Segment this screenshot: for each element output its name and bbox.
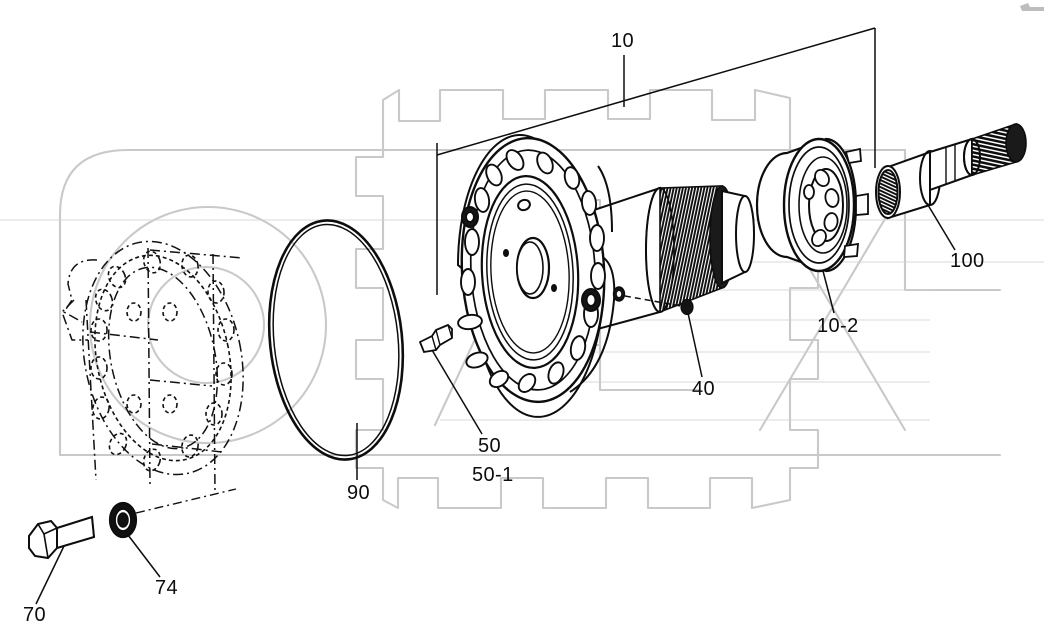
washer-axis-line: [135, 488, 237, 514]
corner-mark: [1020, 3, 1044, 11]
phantom-bolt-holes: [90, 250, 235, 472]
leader-lines: [35, 27, 956, 605]
bearing-retainer-part-10-2: [755, 137, 869, 273]
hub-port-boss: [461, 198, 601, 312]
callout-label-90: 90: [347, 482, 371, 504]
fitting-screw-part-50: [418, 323, 453, 354]
callout-label-70: 70: [23, 604, 47, 626]
hub-end-boss: [721, 189, 755, 285]
washer-part-74: [108, 501, 138, 539]
axle-housing-phantom: [61, 240, 244, 493]
watermark-letters: [58, 148, 1002, 457]
callout-label-10-2: 10-2: [817, 315, 859, 337]
hex-bolt-part-70: [28, 515, 96, 560]
callout-label-50-1: 50-1: [472, 464, 514, 486]
hub-flange-assembly-part-10: [456, 134, 755, 418]
callout-label-10: 10: [611, 30, 635, 52]
watermark-group: [354, 88, 820, 510]
plug-part-40: [612, 286, 694, 316]
callout-label-74: 74: [155, 577, 179, 599]
spline-shaft-part-100: [875, 122, 1027, 220]
callout-label-50: 50: [478, 435, 502, 457]
hub-spline-ring: [645, 185, 735, 314]
callout-label-40: 40: [692, 378, 716, 400]
hub-flange-disc: [456, 134, 616, 418]
callout-label-100: 100: [950, 250, 985, 272]
hub-bolt-holes: [457, 149, 606, 393]
o-ring-part-90: [267, 219, 405, 461]
